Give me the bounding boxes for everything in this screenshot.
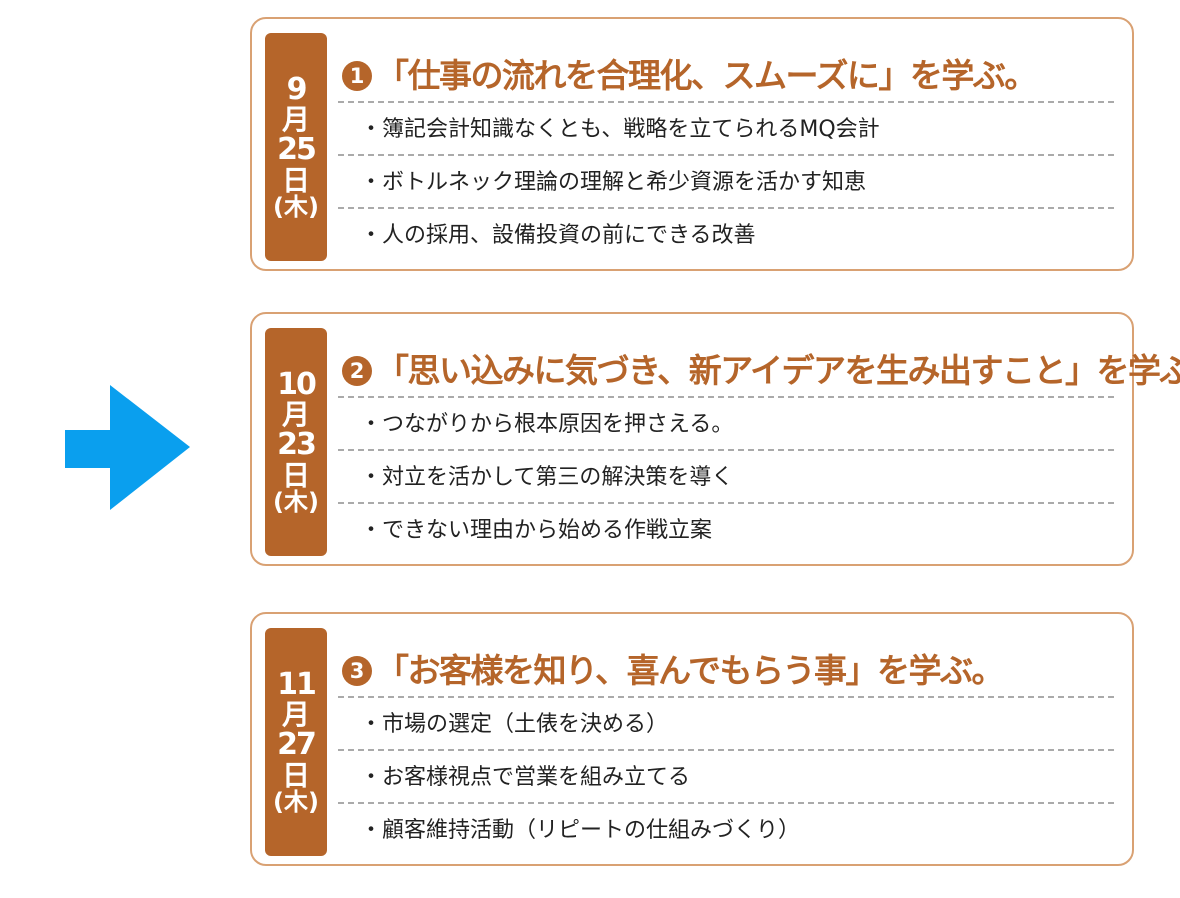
topic-list: ・簿記会計知識なくとも、戦略を立てられるMQ会計・ボトルネック理論の理解と希少資… [338,101,1114,260]
topic-item: ・対立を活かして第三の解決策を導く [338,449,1114,502]
topic-item: ・お客様視点で営業を組み立てる [338,749,1114,802]
topic-item: ・市場の選定（土俵を決める） [338,696,1114,749]
session-title: 2「思い込みに気づき、新アイデアを生み出すこと」を学ぶ。 [342,344,1180,392]
weekday: (木) [273,193,319,222]
topic-item: ・簿記会計知識なくとも、戦略を立てられるMQ会計 [338,101,1114,154]
session-title-text: 「お客様を知り、喜んでもらう事」を学ぶ。 [376,651,1005,690]
day: 25 [277,132,317,168]
topic-item: ・できない理由から始める作戦立案 [338,502,1114,555]
session-card: 9 月 25 日 (木) 1「仕事の流れを合理化、スムーズに」を学ぶ。 ・簿記会… [250,17,1134,271]
weekday: (木) [273,488,319,517]
right-arrow-icon [65,385,190,510]
session-number: 2 [342,356,372,386]
topic-list: ・つながりから根本原因を押さえる。・対立を活かして第三の解決策を導く・できない理… [338,396,1114,555]
session-card: 11 月 27 日 (木) 3「お客様を知り、喜んでもらう事」を学ぶ。 ・市場の… [250,612,1134,866]
topic-item: ・人の採用、設備投資の前にできる改善 [338,207,1114,260]
session-title: 1「仕事の流れを合理化、スムーズに」を学ぶ。 [342,49,1037,97]
date-badge: 9 月 25 日 (木) [265,33,327,261]
weekday: (木) [273,788,319,817]
day: 27 [277,727,317,763]
month: 11 [277,666,317,702]
date-badge: 11 月 27 日 (木) [265,628,327,856]
month-label: 月 [281,698,310,732]
session-title-text: 「仕事の流れを合理化、スムーズに」を学ぶ。 [376,56,1037,95]
topic-item: ・つながりから根本原因を押さえる。 [338,396,1114,449]
session-title-text: 「思い込みに気づき、新アイデアを生み出すこと」を学ぶ。 [376,351,1180,390]
topic-item: ・顧客維持活動（リピートの仕組みづくり） [338,802,1114,855]
date-badge: 10 月 23 日 (木) [265,328,327,556]
topic-list: ・市場の選定（土俵を決める）・お客様視点で営業を組み立てる・顧客維持活動（リピー… [338,696,1114,855]
month: 9 [286,71,308,107]
session-number: 3 [342,656,372,686]
month: 10 [277,366,317,402]
month-label: 月 [281,398,310,432]
session-title: 3「お客様を知り、喜んでもらう事」を学ぶ。 [342,644,1005,692]
session-card: 10 月 23 日 (木) 2「思い込みに気づき、新アイデアを生み出すこと」を学… [250,312,1180,566]
session-number: 1 [342,61,372,91]
day: 23 [277,427,317,463]
topic-item: ・ボトルネック理論の理解と希少資源を活かす知恵 [338,154,1114,207]
month-label: 月 [281,103,310,137]
day-label: 日 [281,758,310,792]
day-label: 日 [281,163,310,197]
day-label: 日 [281,458,310,492]
